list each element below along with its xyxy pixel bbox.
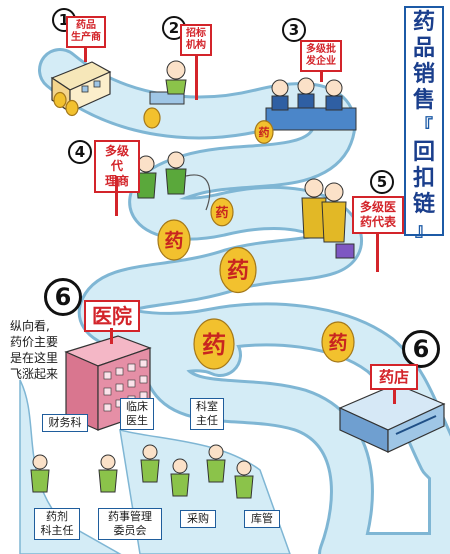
note-line: 飞涨起来 [10, 367, 59, 381]
note-line: 纵向看, [10, 319, 50, 333]
sign-post [195, 54, 198, 100]
sign-line: 机构 [186, 40, 206, 51]
sign-line: 多级批 [306, 44, 336, 55]
sign-post [84, 46, 87, 62]
role-line: 采购 [187, 512, 209, 525]
role-line: 临床 [126, 400, 148, 413]
role-line: 库管 [251, 512, 273, 525]
stage-number-badge: 6 [44, 278, 82, 316]
role-clinical-doctor: 临床 医生 [120, 398, 154, 430]
role-line: 科主任 [40, 524, 74, 537]
title-char: 回 [412, 140, 435, 165]
gold-coin: 药 [157, 219, 191, 261]
role-line: 委员会 [113, 524, 147, 537]
note-line: 是在这里 [10, 351, 59, 365]
coin-char: 药 [227, 259, 249, 284]
coin-char: 药 [215, 205, 228, 221]
sign-line: 药品 [76, 20, 96, 31]
pharmacy-building [338, 383, 446, 453]
role-department-head: 科室 主任 [190, 398, 224, 430]
coin-char: 药 [328, 331, 347, 354]
title-char: 链 [412, 192, 435, 217]
med-reps-group [301, 178, 355, 259]
hospital-building [64, 335, 152, 431]
stage-sign-med-reps: 多级医 药代表 [352, 196, 404, 234]
agents-group [135, 151, 211, 211]
gold-coin: 药 [254, 120, 274, 144]
stage-number-badge: 4 [68, 140, 92, 164]
gold-coin: 药 [321, 321, 355, 363]
title-char: 『 [415, 116, 433, 137]
coin-char: 药 [259, 125, 270, 139]
stage-number-badge: 5 [370, 170, 394, 194]
role-warehouse: 库管 [244, 510, 280, 528]
sign-post [320, 70, 323, 82]
stage-number-badge: 6 [402, 330, 440, 368]
stage-sign-pharmacy: 药店 [370, 364, 418, 390]
sign-line: 药店 [378, 368, 409, 386]
note-line: 药价主要 [10, 335, 59, 349]
sign-line: 医院 [92, 304, 132, 328]
gold-coin [65, 99, 79, 117]
gold-coin: 药 [219, 246, 257, 294]
wholesalers-group [265, 77, 357, 131]
coin-char: 药 [202, 331, 226, 359]
sign-line: 多级医 [359, 200, 396, 214]
hospital-staff-group [30, 444, 254, 499]
title-char: 销 [412, 62, 435, 87]
role-procurement: 采购 [180, 510, 216, 528]
title-char: 售 [412, 88, 435, 113]
title-panel: 药 品 销 售 『 回 扣 链 』 [404, 6, 444, 241]
sign-post [393, 388, 396, 404]
stage-sign-wholesalers: 多级批 发企业 [300, 40, 342, 72]
price-note: 纵向看, 药价主要 是在这里 飞涨起来 [10, 318, 84, 382]
role-line: 药事管理 [108, 510, 152, 523]
role-finance: 财务科 [42, 414, 88, 432]
stage-sign-bidding-agency: 招标 机构 [180, 24, 212, 56]
stage-sign-hospital: 医院 [84, 300, 140, 332]
sign-line: 多级代 [104, 144, 129, 173]
gold-coin [143, 107, 161, 129]
role-line: 药剂 [46, 510, 68, 523]
sign-line: 发企业 [306, 56, 336, 67]
gold-coin [53, 91, 67, 109]
role-line: 财务科 [48, 416, 82, 429]
title-char: 品 [412, 36, 435, 61]
gold-coin: 药 [210, 197, 234, 227]
coin-char: 药 [164, 229, 183, 252]
title-char: 扣 [412, 166, 435, 191]
role-line: 主任 [196, 414, 218, 427]
sign-post [110, 328, 113, 344]
gold-coin: 药 [193, 318, 235, 370]
title-char: 药 [412, 10, 435, 35]
stage-number-badge: 3 [282, 18, 306, 42]
sign-post [115, 176, 118, 216]
sign-line: 招标 [186, 28, 206, 39]
bidding-officer [149, 60, 187, 105]
sign-line: 药代表 [359, 215, 396, 229]
title-char: 』 [415, 220, 433, 241]
role-pharmacy-committee: 药事管理 委员会 [98, 508, 162, 540]
role-pharmacy-director: 药剂 科主任 [34, 508, 80, 540]
role-line: 医生 [126, 414, 148, 427]
role-line: 科室 [196, 400, 218, 413]
title-text: 药 品 销 售 『 回 扣 链 』 [406, 10, 442, 244]
coins-group: 药药药药药药 [53, 91, 355, 370]
sign-post [376, 232, 379, 272]
stage-sign-manufacturer: 药品 生产商 [66, 16, 106, 48]
sign-line: 生产商 [71, 32, 101, 43]
